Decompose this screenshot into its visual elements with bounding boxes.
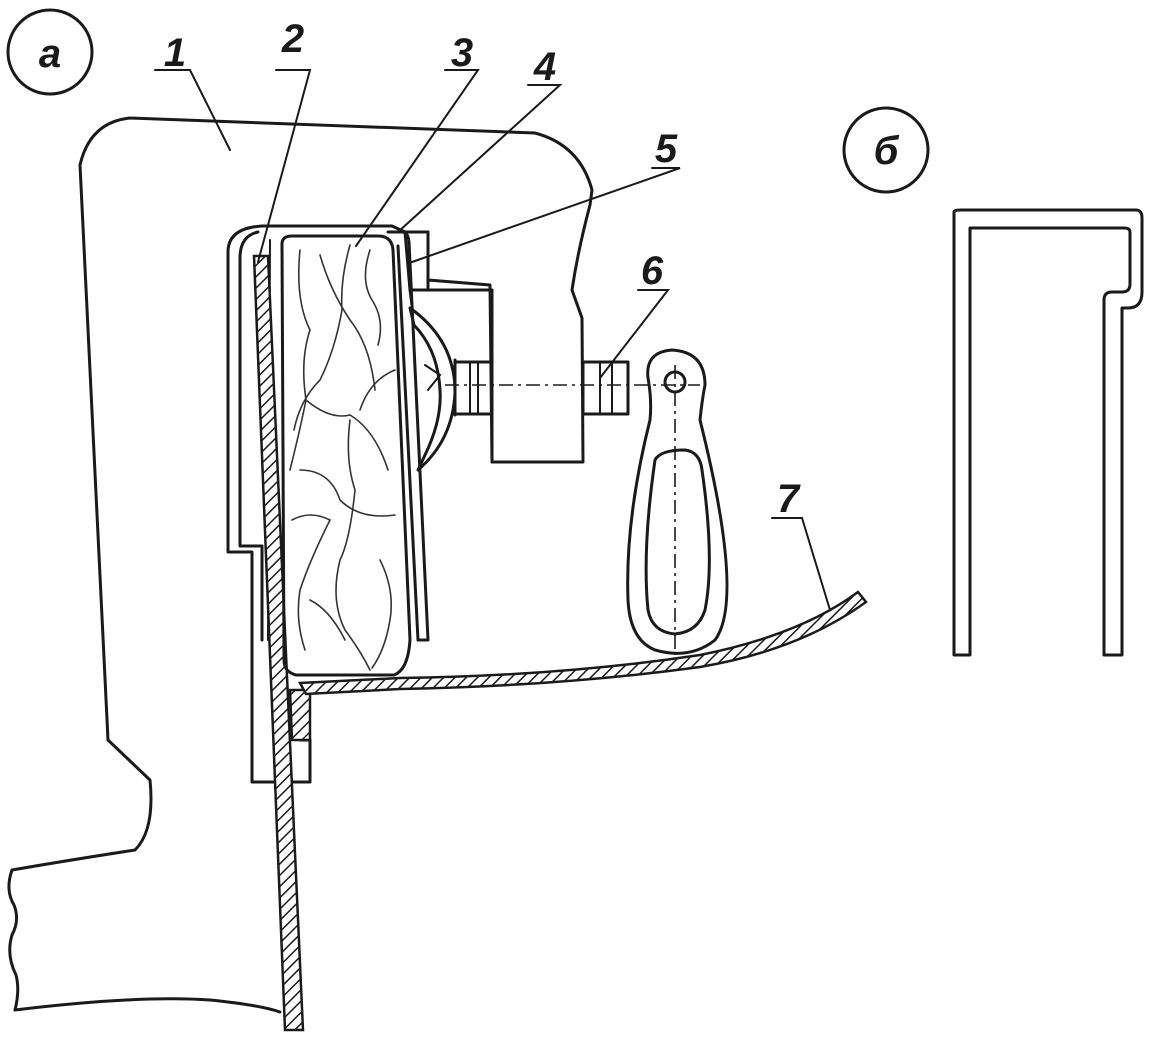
housing-body (10, 116, 594, 872)
panel-a-label: а (39, 32, 61, 76)
filter-pad (280, 234, 412, 677)
panel-b: б (842, 106, 1144, 657)
liner-channel (238, 230, 264, 642)
housing-bottom-edge (7, 868, 20, 1012)
leader-lines (154, 69, 831, 611)
housing-bottom-curve (13, 997, 282, 1014)
panel-b-circle (842, 106, 930, 194)
lever-handle (626, 348, 729, 655)
cam-tip (424, 364, 442, 391)
callout-2: 2 (281, 17, 304, 61)
tray (297, 590, 868, 696)
profile-section (952, 208, 1144, 657)
callout-5: 5 (655, 127, 678, 171)
hatched-wall (252, 254, 305, 1032)
panel-a: а (6, 8, 868, 1032)
panel-b-label: б (874, 129, 900, 173)
lever-slot (644, 448, 711, 636)
callout-3: 3 (451, 31, 473, 75)
clamp-plate (403, 230, 430, 307)
callout-1: 1 (164, 31, 186, 75)
callout-7: 7 (777, 477, 801, 521)
filter-cracks (289, 244, 396, 671)
axle-left (453, 360, 494, 416)
cam-spring (408, 306, 457, 472)
wall-foot (288, 688, 312, 742)
panel-a-circle (6, 8, 94, 96)
clamp-frame (386, 230, 430, 642)
callout-6: 6 (641, 249, 664, 293)
callout-4: 4 (533, 45, 556, 89)
axle-right (581, 360, 630, 416)
